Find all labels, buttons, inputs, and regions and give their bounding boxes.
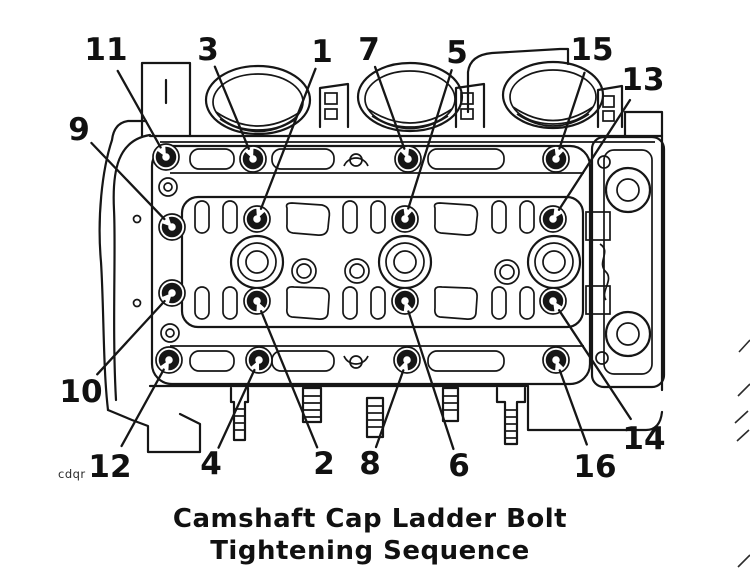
callout-number-7: 7: [358, 32, 380, 68]
callout-number-2: 2: [313, 446, 335, 482]
callout-number-13: 13: [621, 62, 664, 98]
leader-lines: [90, 65, 632, 451]
bolt-marker: [545, 349, 567, 371]
leader-line: [90, 141, 166, 221]
bolt-marker: [161, 282, 183, 304]
callout-number-9: 9: [68, 112, 90, 148]
leader-line: [374, 369, 405, 449]
page-edge-marks: [734, 339, 750, 568]
callout-number-15: 15: [570, 32, 613, 68]
callout-number-5: 5: [446, 35, 468, 71]
bearing-clamp-3: [596, 84, 624, 129]
leader-line: [557, 309, 632, 421]
callout-number-1: 1: [311, 34, 333, 70]
leader-line: [558, 369, 588, 446]
ladder-slots: [194, 200, 535, 320]
callout-number-8: 8: [359, 446, 381, 482]
leader-line: [407, 69, 453, 210]
callout-number-10: 10: [59, 374, 102, 410]
leader-line: [96, 299, 166, 376]
bolt-marker: [248, 349, 270, 371]
figure-caption-line2: Tightening Sequence: [210, 536, 530, 566]
leader-line: [259, 67, 317, 210]
leader-line: [217, 368, 256, 449]
leader-line: [260, 310, 319, 449]
leader-line: [557, 98, 632, 211]
callout-number-4: 4: [200, 446, 222, 482]
figure-caption-line1: Camshaft Cap Ladder Bolt: [173, 504, 567, 534]
oil-hole: [132, 153, 369, 369]
bolt-marker: [158, 349, 180, 371]
bolt-marker: [542, 208, 564, 230]
cam-ladder: [132, 144, 592, 386]
bolt-marker: [155, 146, 177, 168]
head-outline: [98, 110, 664, 454]
oil-passages: [291, 258, 520, 285]
bolt-marker: [542, 290, 564, 312]
bearing-clamp-2: [454, 82, 486, 129]
bolt-marker: [397, 148, 419, 170]
leader-line: [373, 65, 406, 150]
callout-number-3: 3: [197, 32, 219, 68]
bolt-marker: [246, 208, 268, 230]
cam-cover-hump: [466, 47, 570, 114]
cylinder-bore-3: [501, 60, 605, 130]
bolt-marker: [246, 290, 268, 312]
bolt-marker: [242, 148, 264, 170]
leader-line: [116, 69, 162, 149]
camshaft-journal-2: [377, 234, 433, 290]
cylinder-bore-2: [356, 61, 464, 133]
leader-line: [407, 310, 455, 451]
bolt-markers: [155, 146, 567, 371]
leader-line: [120, 368, 165, 448]
bolt-marker: [394, 290, 416, 312]
bolt-bosses: [152, 143, 570, 374]
callout-number-12: 12: [88, 449, 131, 485]
right-end-cap: [585, 135, 666, 389]
callout-number-16: 16: [573, 449, 616, 485]
ladder-cutouts: [285, 202, 479, 320]
camshaft-journal-3: [526, 234, 582, 290]
cylinder-bore-1: [204, 64, 312, 136]
camshaft-journal-1: [229, 234, 285, 290]
callout-number-6: 6: [448, 448, 470, 484]
bolt-marker: [394, 208, 416, 230]
mounting-studs: [229, 386, 527, 446]
bolt-marker: [545, 148, 567, 170]
cylinder-head-drawing: [98, 47, 750, 568]
timing-tab: [140, 61, 192, 138]
callout-number-11: 11: [84, 32, 127, 68]
bearing-clamp-1: [318, 82, 350, 129]
bolt-marker: [161, 216, 183, 238]
callout-number-14: 14: [622, 421, 665, 457]
bolt-marker: [396, 349, 418, 371]
leader-line: [558, 71, 586, 150]
leader-line: [213, 65, 250, 150]
artist-signature: cdqr: [58, 467, 86, 481]
